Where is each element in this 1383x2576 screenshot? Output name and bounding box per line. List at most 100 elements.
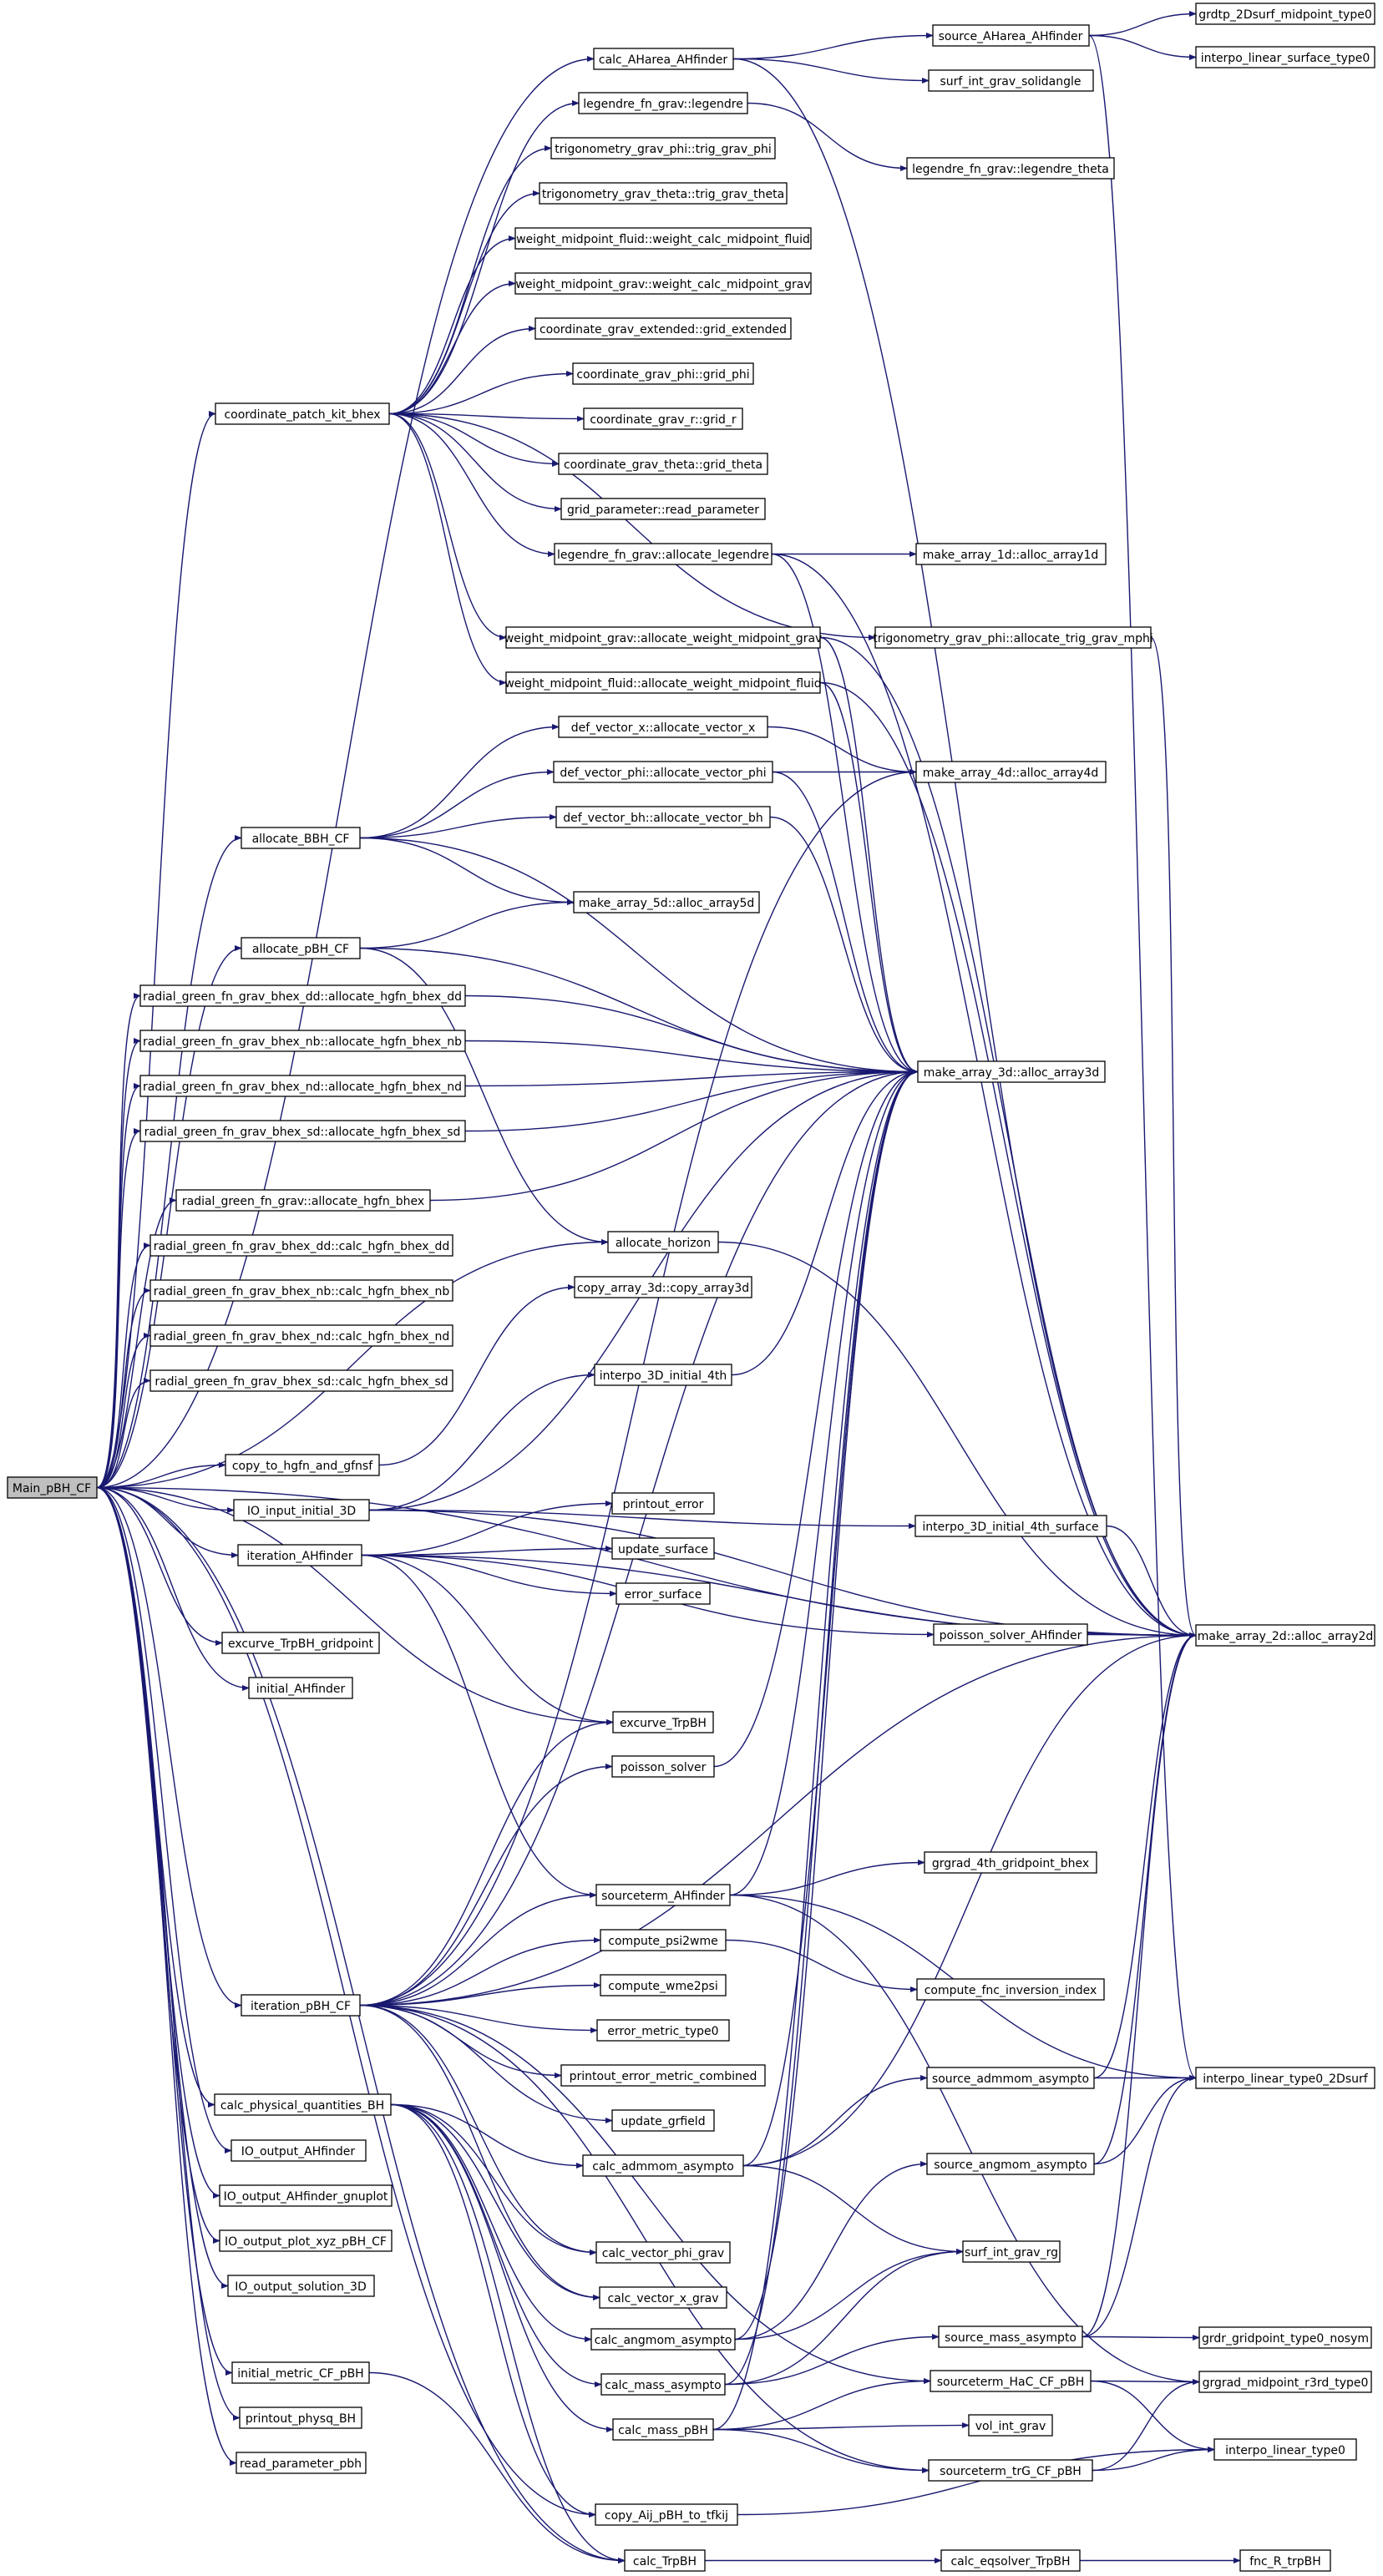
node-calc-trpbh[interactable]: calc_TrpBH [624, 2549, 706, 2572]
node-allocate-vector-phi[interactable]: def_vector_phi::allocate_vector_phi [553, 761, 773, 783]
node-update-grfield[interactable]: update_grfield [611, 2109, 715, 2132]
node-rg-sd-allocate[interactable]: radial_green_fn_grav_bhex_sd::allocate_h… [139, 1120, 466, 1142]
node-rg-dd-calc[interactable]: radial_green_fn_grav_bhex_dd::calc_hgfn_… [149, 1234, 453, 1257]
node-copy-array3d[interactable]: copy_array_3d::copy_array3d [574, 1276, 752, 1298]
node-initial-metric-cf-pbh[interactable]: initial_metric_CF_pBH [231, 2361, 370, 2384]
node-interpo-3d-initial-4th-surface[interactable]: interpo_3D_initial_4th_surface [914, 1515, 1107, 1537]
node-grid-r[interactable]: coordinate_grav_r::grid_r [583, 407, 743, 430]
node-printout-physq-bh[interactable]: printout_physq_BH [239, 2406, 362, 2429]
node-source-angmom-asympto[interactable]: source_angmom_asympto [926, 2153, 1095, 2175]
node-rg-allocate[interactable]: radial_green_fn_grav::allocate_hgfn_bhex [175, 1189, 431, 1212]
node-allocate-weight-midpoint-grav[interactable]: weight_midpoint_grav::allocate_weight_mi… [504, 626, 823, 649]
node-io-output-ahfinder-gnuplot[interactable]: IO_output_AHfinder_gnuplot [219, 2184, 393, 2207]
node-label: surf_int_grav_rg [965, 2246, 1058, 2260]
node-alloc-array4d[interactable]: make_array_4d::alloc_array4d [915, 761, 1107, 783]
node-interpo-linear-type0[interactable]: interpo_linear_type0 [1213, 2438, 1357, 2461]
node-interpo-linear-surface-type0[interactable]: interpo_linear_surface_type0 [1195, 46, 1375, 68]
node-error-metric-type0[interactable]: error_metric_type0 [596, 2019, 730, 2042]
node-compute-fnc-inversion-index[interactable]: compute_fnc_inversion_index [916, 1978, 1105, 2001]
node-rg-nb-allocate[interactable]: radial_green_fn_grav_bhex_nb::allocate_h… [139, 1030, 466, 1052]
node-trig-grav-phi[interactable]: trigonometry_grav_phi::trig_grav_phi [550, 137, 776, 159]
node-source-mass-asympto[interactable]: source_mass_asympto [938, 2325, 1083, 2348]
node-grid-phi[interactable]: coordinate_grav_phi::grid_phi [572, 362, 754, 385]
node-allocate-horizon[interactable]: allocate_horizon [607, 1231, 719, 1253]
node-label: weight_midpoint_grav::weight_calc_midpoi… [515, 278, 810, 291]
node-interpo-linear-type0-2dsurf[interactable]: interpo_linear_type0_2Dsurf [1195, 2067, 1375, 2089]
node-allocate-vector-bh[interactable]: def_vector_bh::allocate_vector_bh [555, 806, 771, 828]
node-allocate-legendre[interactable]: legendre_fn_grav::allocate_legendre [554, 543, 773, 565]
node-calc-aharea-ahfinder[interactable]: calc_AHarea_AHfinder [593, 48, 734, 70]
node-grid-theta[interactable]: coordinate_grav_theta::grid_theta [558, 453, 768, 475]
node-calc-mass-asympto[interactable]: calc_mass_asympto [600, 2373, 726, 2396]
node-coordinate-patch-kit-bhex[interactable]: coordinate_patch_kit_bhex [215, 402, 390, 425]
node-excurve-trpbh-gridpoint[interactable]: excurve_TrpBH_gridpoint [221, 1632, 380, 1654]
node-rg-nb-calc[interactable]: radial_green_fn_grav_bhex_nb::calc_hgfn_… [149, 1279, 453, 1302]
node-allocate-vector-x[interactable]: def_vector_x::allocate_vector_x [558, 716, 768, 738]
node-compute-psi2wme[interactable]: compute_psi2wme [600, 1929, 727, 1951]
node-excurve-trpbh[interactable]: excurve_TrpBH [612, 1711, 714, 1733]
node-label: source_admmom_asympto [932, 2072, 1089, 2086]
node-weight-calc-midpoint-grav[interactable]: weight_midpoint_grav::weight_calc_midpoi… [514, 272, 812, 295]
node-sourceterm-hac-cf-pbh[interactable]: sourceterm_HaC_CF_pBH [930, 2370, 1092, 2392]
node-io-input-initial-3d[interactable]: IO_input_initial_3D [233, 1499, 370, 1521]
node-io-output-solution-3d[interactable]: IO_output_solution_3D [227, 2275, 375, 2297]
node-legendre-theta[interactable]: legendre_fn_grav::legendre_theta [906, 157, 1115, 180]
node-read-parameter-pbh[interactable]: read_parameter_pbh [236, 2452, 367, 2474]
node-label: interpo_linear_surface_type0 [1201, 52, 1370, 65]
node-copy-aij-pbh-to-tfkij[interactable]: copy_Aij_pBH_to_tfkij [595, 2503, 738, 2526]
node-calc-physical-quantities-bh[interactable]: calc_physical_quantities_BH [214, 2093, 392, 2116]
node-poisson-solver-ahfinder[interactable]: poisson_solver_AHfinder [933, 1623, 1088, 1646]
node-poisson-solver[interactable]: poisson_solver [611, 1755, 715, 1778]
node-interpo-3d-initial-4th[interactable]: interpo_3D_initial_4th [594, 1364, 732, 1386]
node-rg-nd-allocate[interactable]: radial_green_fn_grav_bhex_nd::allocate_h… [139, 1075, 466, 1097]
node-read-parameter[interactable]: grid_parameter::read_parameter [560, 498, 766, 520]
node-io-output-ahfinder[interactable]: IO_output_AHfinder [230, 2139, 367, 2162]
node-copy-to-hgfn[interactable]: copy_to_hgfn_and_gfnsf [225, 1454, 380, 1476]
node-label: calc_TrpBH [633, 2555, 697, 2568]
node-alloc-array5d[interactable]: make_array_5d::alloc_array5d [573, 891, 760, 913]
node-source-aharea-ahfinder[interactable]: source_AHarea_AHfinder [932, 24, 1090, 47]
node-calc-eqsolver-trpbh[interactable]: calc_eqsolver_TrpBH [940, 2549, 1081, 2572]
node-allocate-weight-midpoint-fluid[interactable]: weight_midpoint_fluid::allocate_weight_m… [504, 671, 822, 694]
node-trig-grav-theta[interactable]: trigonometry_grav_theta::trig_grav_theta [539, 182, 788, 205]
node-surf-int-grav-solidangle[interactable]: surf_int_grav_solidangle [928, 69, 1094, 92]
node-io-output-plot-xyz[interactable]: IO_output_plot_xyz_pBH_CF [219, 2229, 393, 2252]
node-alloc-array3d[interactable]: make_array_3d::alloc_array3d [917, 1060, 1106, 1083]
node-alloc-array1d[interactable]: make_array_1d::alloc_array1d [915, 543, 1107, 565]
node-initial-ahfinder[interactable]: initial_AHfinder [248, 1677, 353, 1699]
node-rg-sd-calc[interactable]: radial_green_fn_grav_bhex_sd::calc_hgfn_… [149, 1369, 453, 1392]
node-weight-calc-midpoint-fluid[interactable]: weight_midpoint_fluid::weight_calc_midpo… [514, 227, 812, 250]
node-label: copy_array_3d::copy_array3d [577, 1282, 749, 1295]
node-allocate-bbh-cf[interactable]: allocate_BBH_CF [241, 827, 361, 849]
node-sourceterm-trg-cf-pbh[interactable]: sourceterm_trG_CF_pBH [928, 2459, 1093, 2482]
node-calc-angmom-asympto[interactable]: calc_angmom_asympto [590, 2328, 736, 2351]
node-grdr-gridpoint-type0-nosym[interactable]: grdr_gridpoint_type0_nosym [1198, 2326, 1372, 2349]
node-vol-int-grav[interactable]: vol_int_grav [968, 2414, 1053, 2437]
node-printout-error-metric-combined[interactable]: printout_error_metric_combined [560, 2064, 766, 2087]
node-rg-nd-calc[interactable]: radial_green_fn_grav_bhex_nd::calc_hgfn_… [149, 1324, 453, 1347]
node-calc-vector-x-grav[interactable]: calc_vector_x_grav [599, 2286, 727, 2309]
node-fnc-r-trpbh[interactable]: fnc_R_trpBH [1239, 2549, 1331, 2572]
node-compute-wme2psi[interactable]: compute_wme2psi [600, 1974, 727, 1997]
node-legendre[interactable]: legendre_fn_grav::legendre [578, 92, 748, 114]
node-alloc-array2d[interactable]: make_array_2d::alloc_array2d [1195, 1624, 1375, 1647]
node-grid-extended[interactable]: coordinate_grav_extended::grid_extended [534, 317, 792, 340]
node-printout-error[interactable]: printout_error [611, 1492, 715, 1515]
node-calc-vector-phi-grav[interactable]: calc_vector_phi_grav [595, 2241, 731, 2264]
node-allocate-trig-grav-mphi[interactable]: trigonometry_grav_phi::allocate_trig_gra… [873, 626, 1153, 649]
node-grgrad-4th-gridpoint-bhex[interactable]: grgrad_4th_gridpoint_bhex [924, 1851, 1097, 1874]
node-surf-int-grav-rg[interactable]: surf_int_grav_rg [962, 2240, 1061, 2263]
node-iteration-pbh-cf[interactable]: iteration_pBH_CF [241, 1994, 361, 2017]
node-sourceterm-ahfinder[interactable]: sourceterm_AHfinder [595, 1884, 731, 1906]
node-grdtp-2dsurf-midpoint-type0[interactable]: grdtp_2Dsurf_midpoint_type0 [1195, 3, 1375, 25]
node-main-pbh-cf[interactable]: Main_pBH_CF [7, 1476, 98, 1499]
node-calc-mass-pbh[interactable]: calc_mass_pBH [612, 2418, 714, 2441]
node-grgrad-midpoint-r3rd-type0[interactable]: grgrad_midpoint_r3rd_type0 [1198, 2371, 1372, 2393]
node-error-surface[interactable]: error_surface [616, 1582, 711, 1605]
node-allocate-pbh-cf[interactable]: allocate_pBH_CF [241, 937, 361, 959]
node-calc-admmom-asympto[interactable]: calc_admmom_asympto [582, 2154, 744, 2177]
node-iteration-ahfinder[interactable]: iteration_AHfinder [237, 1544, 362, 1566]
node-rg-dd-allocate[interactable]: radial_green_fn_grav_bhex_dd::allocate_h… [139, 984, 466, 1007]
node-update-surface[interactable]: update_surface [611, 1537, 715, 1560]
node-source-admmom-asympto[interactable]: source_admmom_asympto [926, 2067, 1095, 2089]
